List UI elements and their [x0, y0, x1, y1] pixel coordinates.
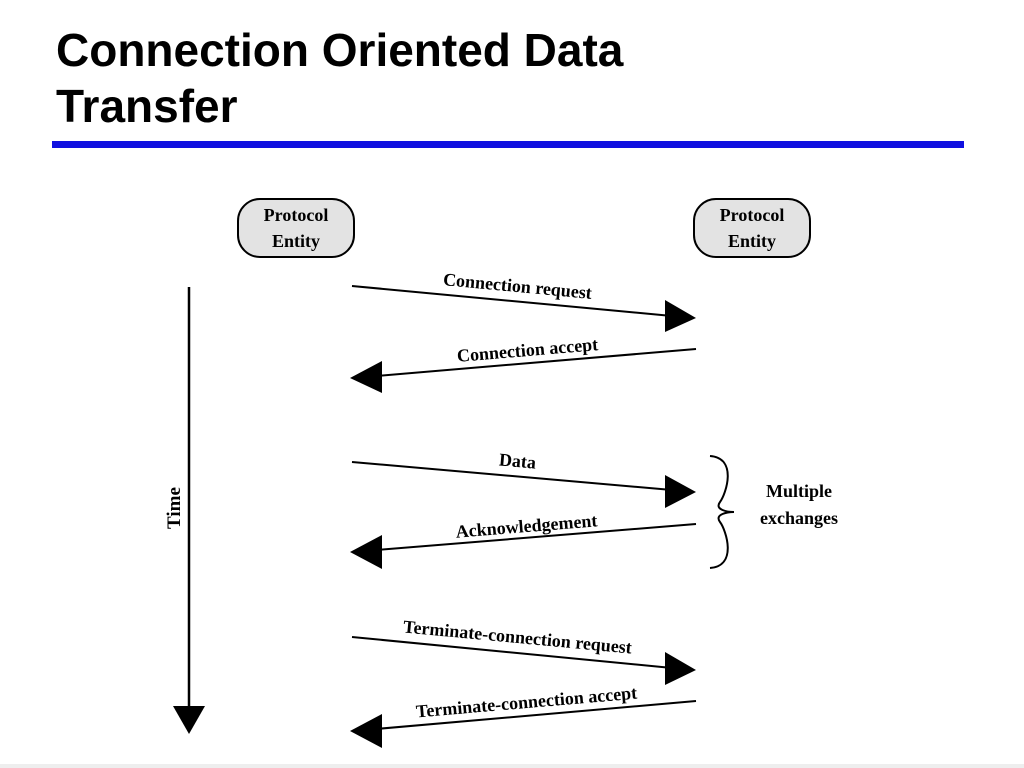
title-line-1: Connection Oriented Data	[56, 24, 624, 76]
message-arrowhead	[350, 714, 382, 748]
message-arrow-line	[375, 348, 697, 377]
message-label: Connection request	[442, 269, 592, 303]
message-data: Data	[351, 449, 696, 508]
right-entity-label-line2: Entity	[728, 231, 776, 251]
message-terminate-request: Terminate-connection request	[351, 616, 696, 685]
message-arrow-line	[375, 700, 697, 730]
brace-label-line1: Multiple	[766, 481, 832, 501]
message-arrow-line	[375, 523, 697, 551]
message-arrowhead	[665, 300, 696, 332]
message-arrow-line	[351, 285, 673, 317]
left-protocol-entity: Protocol Entity	[237, 198, 355, 258]
time-axis: Time	[164, 287, 205, 734]
message-label: Connection accept	[456, 334, 599, 366]
curly-brace	[709, 455, 735, 569]
message-arrow-line	[351, 636, 673, 669]
time-label: Time	[164, 487, 185, 529]
message-arrowhead	[665, 475, 696, 508]
slide-bottom-edge	[0, 764, 1024, 768]
right-entity-box	[693, 198, 811, 258]
message-connection-accept: Connection accept	[350, 334, 697, 393]
title-underline	[52, 141, 964, 148]
left-entity-label-line2: Entity	[272, 231, 320, 251]
message-label: Data	[498, 449, 537, 472]
message-arrow-line	[351, 461, 673, 491]
message-arrowhead	[665, 652, 696, 685]
left-entity-box	[237, 198, 355, 258]
message-arrowhead	[350, 535, 382, 569]
brace-label-line2: exchanges	[760, 508, 838, 528]
message-terminate-accept: Terminate-connection accept	[350, 683, 697, 748]
slide-title: Connection Oriented Data Transfer	[56, 22, 956, 134]
message-label: Terminate-connection request	[402, 616, 632, 657]
multiple-exchanges-brace: Multiple exchanges	[709, 455, 838, 569]
title-line-2: Transfer	[56, 80, 238, 132]
message-connection-request: Connection request	[351, 269, 696, 332]
message-arrowhead	[350, 361, 382, 393]
message-acknowledgement: Acknowledgement	[350, 510, 697, 569]
time-axis-arrowhead	[173, 706, 205, 734]
right-entity-label-line1: Protocol	[720, 205, 785, 225]
right-protocol-entity: Protocol Entity	[693, 198, 811, 258]
left-entity-label-line1: Protocol	[264, 205, 329, 225]
